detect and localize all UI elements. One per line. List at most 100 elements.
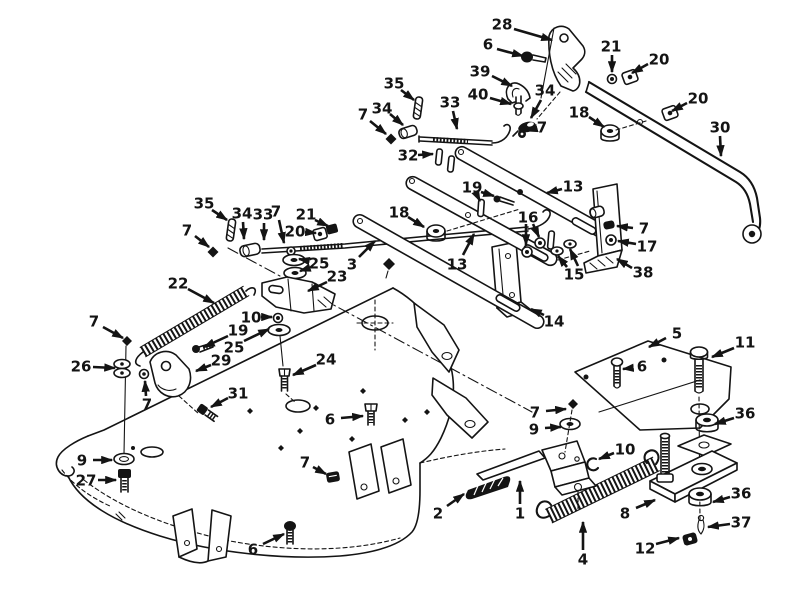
callout-23-35: 23 [306,268,348,293]
callout-16-18: 16 [518,209,541,247]
pin-40 [513,95,524,116]
left-fastener-column [113,336,135,493]
callout-36-64: 36 [711,485,751,504]
callout-22-36: 22 [168,275,216,305]
part-number-label: 40 [468,86,489,104]
leader-arrow [407,215,426,229]
callout-40-3: 40 [468,86,513,106]
leader-arrow [670,101,688,113]
leader-arrow [194,234,210,249]
rod-33-top [418,123,511,146]
part-number-label: 37 [731,514,752,532]
leader-arrow [187,287,216,305]
part-number-label: 34 [372,100,393,118]
callout-8-61: 8 [620,498,657,523]
leader-arrow [513,27,554,42]
leader-arrow [491,74,514,88]
leader-arrow [291,363,317,377]
leader-arrow [568,247,580,267]
link-bar-13-upper [454,145,612,241]
part-number-label: 7 [182,222,192,240]
pin-35-left [225,218,237,242]
part-number-label: 21 [601,38,622,56]
latch-handle-1 [476,440,597,512]
top-linkage-cluster [385,82,536,146]
part-number-label: 5 [672,325,682,343]
part-number-label: 34 [232,205,253,223]
callout-6-52: 6 [621,358,647,376]
part-number-label: 10 [615,441,636,459]
leader-arrow [389,113,404,126]
leader-arrow [706,521,731,530]
nut-7 [122,336,132,346]
callout-10-37: 10 [241,309,274,327]
leader-arrow [277,219,286,245]
part-number-label: 23 [327,268,348,286]
part-number-label: 8 [620,505,630,523]
leader-arrow [141,379,150,397]
leader-arrow [615,257,633,270]
part-number-label: 11 [735,334,756,352]
callout-17-24: 17 [616,238,657,256]
bolt-19-upper [476,195,515,218]
tension-spring-4 [535,449,660,524]
callout-39-2: 39 [470,63,514,88]
callout-19-17: 19 [462,179,496,203]
part-number-label: 27 [76,472,97,490]
part-number-label: 20 [649,51,670,69]
part-number-label: 25 [309,255,330,273]
pin-35-top [412,96,424,120]
leader-arrow [102,325,125,340]
part-number-label: 38 [633,264,654,282]
part-number-label: 6 [325,411,335,429]
part-number-label: 6 [637,358,647,376]
part-number-label: 34 [535,82,556,100]
callout-34-28: 34 [232,205,253,241]
grip-pad-2 [465,476,511,500]
spindle-hole-large [356,299,394,351]
leader-arrow [616,238,637,247]
part-number-label: 7 [300,454,310,472]
leader-arrow [450,110,459,131]
deck-weld-mark [115,511,126,521]
callout-6-48: 6 [325,411,365,429]
link-bar-3 [352,213,545,330]
part-number-label: 3 [347,256,357,274]
leader-arrow [588,115,605,129]
callout-35-11: 35 [384,75,415,102]
deck-hole [285,399,311,413]
part-number-label: 19 [462,179,483,197]
part-number-label: 7 [530,404,540,422]
part-number-label: 33 [440,94,461,112]
callout-21-6: 21 [601,38,622,74]
leader-arrow [597,451,615,461]
callout-33-29: 33 [253,206,273,242]
part-number-label: 28 [492,16,513,34]
part-number-label: 9 [77,452,87,470]
callout-5-51: 5 [647,325,682,349]
leader-arrow [211,208,228,222]
cotter-pin-37 [697,514,705,535]
leader-arrow [262,532,286,546]
part-number-label: 13 [563,178,584,196]
leader-arrow [530,223,541,239]
part-number-label: 16 [518,209,539,227]
part-number-label: 7 [537,119,547,137]
leader-arrow [400,88,415,102]
callout-3-21: 3 [347,240,376,274]
callout-31-41: 31 [209,385,248,409]
deck-bolt-holes [247,388,430,451]
leader-arrow [713,416,735,426]
part-number-label: 35 [194,195,215,213]
nut-21-top [606,73,618,85]
callout-9-56: 9 [529,421,563,439]
leader-arrow [312,465,328,476]
callout-33-14: 33 [440,94,461,131]
part-number-label: 10 [241,309,262,327]
leader-arrow [446,492,465,508]
nut-7-center [568,399,578,409]
leader-arrow [525,123,539,133]
part-number-label: 7 [639,220,649,238]
